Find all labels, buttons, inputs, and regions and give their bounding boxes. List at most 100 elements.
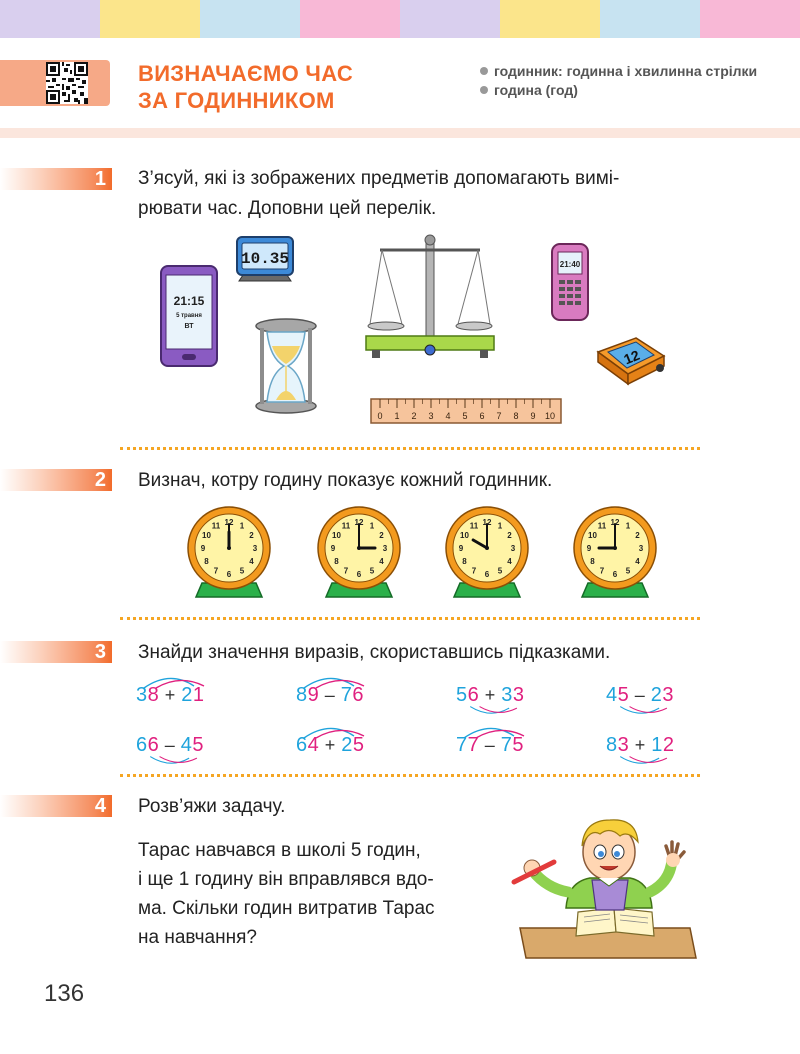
expression: 66 – 45 bbox=[136, 730, 236, 764]
task-number: 4 bbox=[94, 795, 106, 817]
phone-date: 5 травня bbox=[176, 313, 202, 319]
task4-line: і ще 1 годину він вправлявся вдо- bbox=[138, 869, 434, 890]
ruler-label: 0 bbox=[377, 411, 382, 421]
task4-problem: Тарас навчався в школі 5 годин, і ще 1 г… bbox=[138, 836, 498, 952]
hourglass-icon bbox=[255, 318, 317, 414]
clock-number: 6 bbox=[357, 570, 362, 579]
clock-number: 6 bbox=[227, 570, 232, 579]
clock-number: 8 bbox=[334, 557, 339, 566]
expr-operator: + bbox=[629, 735, 652, 755]
hint-arc-arrow bbox=[149, 756, 198, 764]
smartphone-icon: 21:15 5 травня ВТ bbox=[160, 265, 218, 367]
key-terms-list: годинник: годинна і хвилинна стрілки год… bbox=[480, 62, 780, 100]
expression: 38 + 21 bbox=[136, 677, 236, 710]
clock-number: 10 bbox=[588, 531, 597, 540]
expr-digit-units-b: 6 bbox=[352, 684, 365, 706]
clock-number: 1 bbox=[498, 521, 503, 530]
digital-timer-icon: 12 bbox=[596, 337, 666, 386]
clock-number: 10 bbox=[332, 531, 341, 540]
clock-number: 12 bbox=[611, 518, 620, 527]
mobile-phone-time: 21:40 bbox=[560, 260, 581, 269]
qr-code-icon[interactable] bbox=[46, 62, 88, 104]
clock-number: 8 bbox=[462, 557, 467, 566]
balance-scale-icon bbox=[365, 234, 495, 358]
clock-number: 7 bbox=[344, 567, 349, 576]
expr-operator: + bbox=[159, 685, 182, 705]
timer-value: 12 bbox=[621, 347, 642, 368]
expr-digit-tens-b: 4 bbox=[180, 734, 193, 756]
key-term: година (год) bbox=[480, 81, 780, 100]
phone-day: ВТ bbox=[184, 323, 194, 330]
expr-digit-units-b: 3 bbox=[512, 684, 525, 706]
expr-operator: – bbox=[479, 735, 501, 755]
dotted-separator bbox=[120, 774, 700, 777]
expr-operator: – bbox=[319, 685, 341, 705]
hint-arc-arrow bbox=[463, 727, 525, 739]
clock-number: 7 bbox=[472, 567, 477, 576]
page-number: 136 bbox=[44, 980, 85, 1007]
top-stripe bbox=[600, 0, 700, 38]
hint-arc-arrow bbox=[303, 677, 365, 689]
expr-digit-tens-a: 8 bbox=[606, 734, 618, 756]
top-stripe bbox=[400, 0, 500, 38]
phone-time: 21:15 bbox=[174, 294, 205, 308]
lesson-title-line2: ЗА ГОДИННИКОМ bbox=[138, 88, 335, 113]
clock-number: 9 bbox=[459, 544, 464, 553]
expr-digit-units-a: 8 bbox=[147, 684, 160, 706]
task4-line: Тарас навчався в школі 5 годин, bbox=[138, 840, 421, 861]
ruler-label: 5 bbox=[462, 411, 467, 421]
ruler-label: 3 bbox=[428, 411, 433, 421]
clock-number: 4 bbox=[379, 557, 384, 566]
ruler-label: 10 bbox=[545, 411, 555, 421]
expr-digit-units-b: 5 bbox=[192, 734, 205, 756]
expr-digit-tens-a: 3 bbox=[136, 684, 148, 706]
expr-digit-tens-a: 8 bbox=[296, 684, 308, 706]
expr-digit-tens-a: 5 bbox=[456, 684, 468, 706]
clock-number: 11 bbox=[598, 521, 607, 530]
task4-heading: Розв’яжи задачу. bbox=[138, 796, 286, 817]
clock-number: 9 bbox=[201, 544, 206, 553]
expr-digit-tens-a: 6 bbox=[136, 734, 148, 756]
clock-number: 6 bbox=[613, 570, 618, 579]
clock-number: 3 bbox=[639, 544, 644, 553]
clock-number: 3 bbox=[511, 544, 516, 553]
clock-number: 7 bbox=[214, 567, 219, 576]
expr-digit-units-a: 4 bbox=[307, 734, 320, 756]
clock-number: 6 bbox=[485, 570, 490, 579]
clock-number: 3 bbox=[253, 544, 258, 553]
expression: 77 – 75 bbox=[456, 727, 556, 760]
clock-number: 1 bbox=[370, 521, 375, 530]
expr-digit-tens-b: 1 bbox=[651, 734, 663, 756]
task1-line2: рювати час. Доповни цей перелік. bbox=[138, 198, 437, 219]
expr-digit-tens-b: 2 bbox=[650, 684, 663, 706]
expr-digit-tens-b: 7 bbox=[340, 684, 353, 706]
expr-digit-units-a: 6 bbox=[147, 734, 160, 756]
task-number: 1 bbox=[94, 168, 106, 190]
expr-operator: + bbox=[319, 735, 342, 755]
ruler-label: 4 bbox=[445, 411, 450, 421]
expr-digit-units-b: 2 bbox=[662, 734, 675, 756]
desk-clock-time: 10.35 bbox=[241, 250, 289, 268]
lesson-title-line1: ВИЗНАЧАЄМО ЧАС bbox=[138, 61, 354, 86]
expr-digit-tens-a: 4 bbox=[606, 684, 618, 706]
clock-number: 11 bbox=[342, 521, 351, 530]
top-color-stripes bbox=[0, 0, 800, 38]
task-number-tab-2: 2 bbox=[0, 469, 112, 491]
clock-number: 8 bbox=[204, 557, 209, 566]
clock-number: 7 bbox=[600, 567, 605, 576]
hint-arc-arrow bbox=[469, 706, 518, 714]
top-stripe bbox=[700, 0, 800, 38]
expr-digit-units-a: 9 bbox=[307, 684, 320, 706]
task4-line: на навчання? bbox=[138, 927, 257, 948]
clock-number: 12 bbox=[225, 518, 234, 527]
top-stripe bbox=[300, 0, 400, 38]
clock-number: 12 bbox=[355, 518, 364, 527]
clock-number: 3 bbox=[383, 544, 388, 553]
boy-illustration bbox=[511, 819, 697, 959]
clock-number: 9 bbox=[587, 544, 592, 553]
expression: 56 + 33 bbox=[456, 680, 556, 714]
